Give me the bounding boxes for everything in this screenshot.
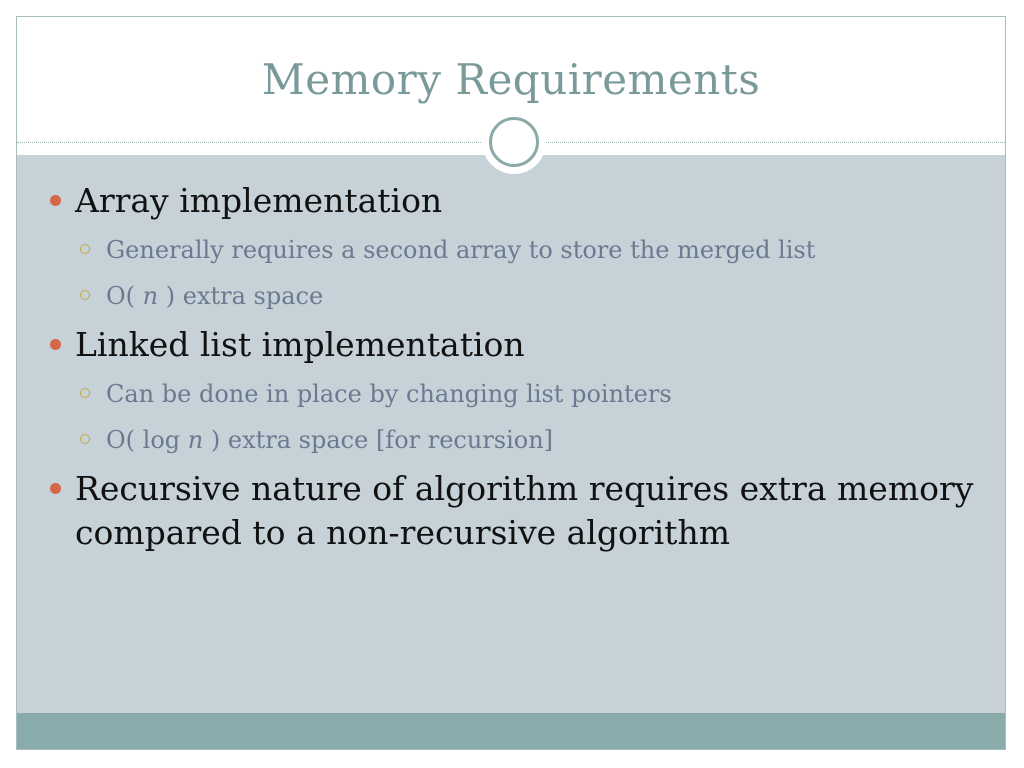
sub-bullet-item: Generally requires a second array to sto… <box>75 227 987 273</box>
bullet-text: Recursive nature of algorithm requires e… <box>75 469 974 552</box>
ring-ornament-inner <box>489 117 539 167</box>
content-area <box>17 155 1005 715</box>
hollow-ring-icon <box>80 244 90 254</box>
sub-bullet-text-em: n <box>187 426 204 454</box>
sub-bullet-item: Can be done in place by changing list po… <box>75 371 987 417</box>
sub-bullet-text-pre: O( <box>106 282 143 310</box>
sub-bullet-item: O( log n ) extra space [for recursion] <box>75 417 987 463</box>
bullet-item: Array implementation Generally requires … <box>47 179 987 319</box>
sub-bullet-text-em: n <box>142 282 159 310</box>
sub-bullet-text-post: ) extra space [for recursion] <box>203 426 554 454</box>
sub-bullet-list: Can be done in place by changing list po… <box>75 371 987 463</box>
sub-bullet-text: Generally requires a second array to sto… <box>106 236 816 264</box>
filled-dot-icon <box>50 195 61 206</box>
filled-dot-icon <box>50 339 61 350</box>
sub-bullet-text: Can be done in place by changing list po… <box>106 380 672 408</box>
hollow-ring-icon <box>80 434 90 444</box>
slide-title: Memory Requirements <box>261 55 761 104</box>
hollow-ring-icon <box>80 290 90 300</box>
slide: Memory Requirements Array implementation… <box>16 16 1006 750</box>
filled-dot-icon <box>50 483 61 494</box>
sub-bullet-item: O( n ) extra space <box>75 273 987 319</box>
bullet-list: Array implementation Generally requires … <box>47 179 987 557</box>
sub-bullet-list: Generally requires a second array to sto… <box>75 227 987 319</box>
sub-bullet-text-post: ) extra space <box>158 282 324 310</box>
footer-bar <box>17 713 1005 749</box>
hollow-ring-icon <box>80 388 90 398</box>
bullet-text: Linked list implementation <box>75 325 525 364</box>
bullet-item: Recursive nature of algorithm requires e… <box>47 467 987 555</box>
bullet-text: Array implementation <box>75 181 443 220</box>
sub-bullet-text-pre: O( log <box>106 426 188 454</box>
bullet-item: Linked list implementation Can be done i… <box>47 323 987 463</box>
